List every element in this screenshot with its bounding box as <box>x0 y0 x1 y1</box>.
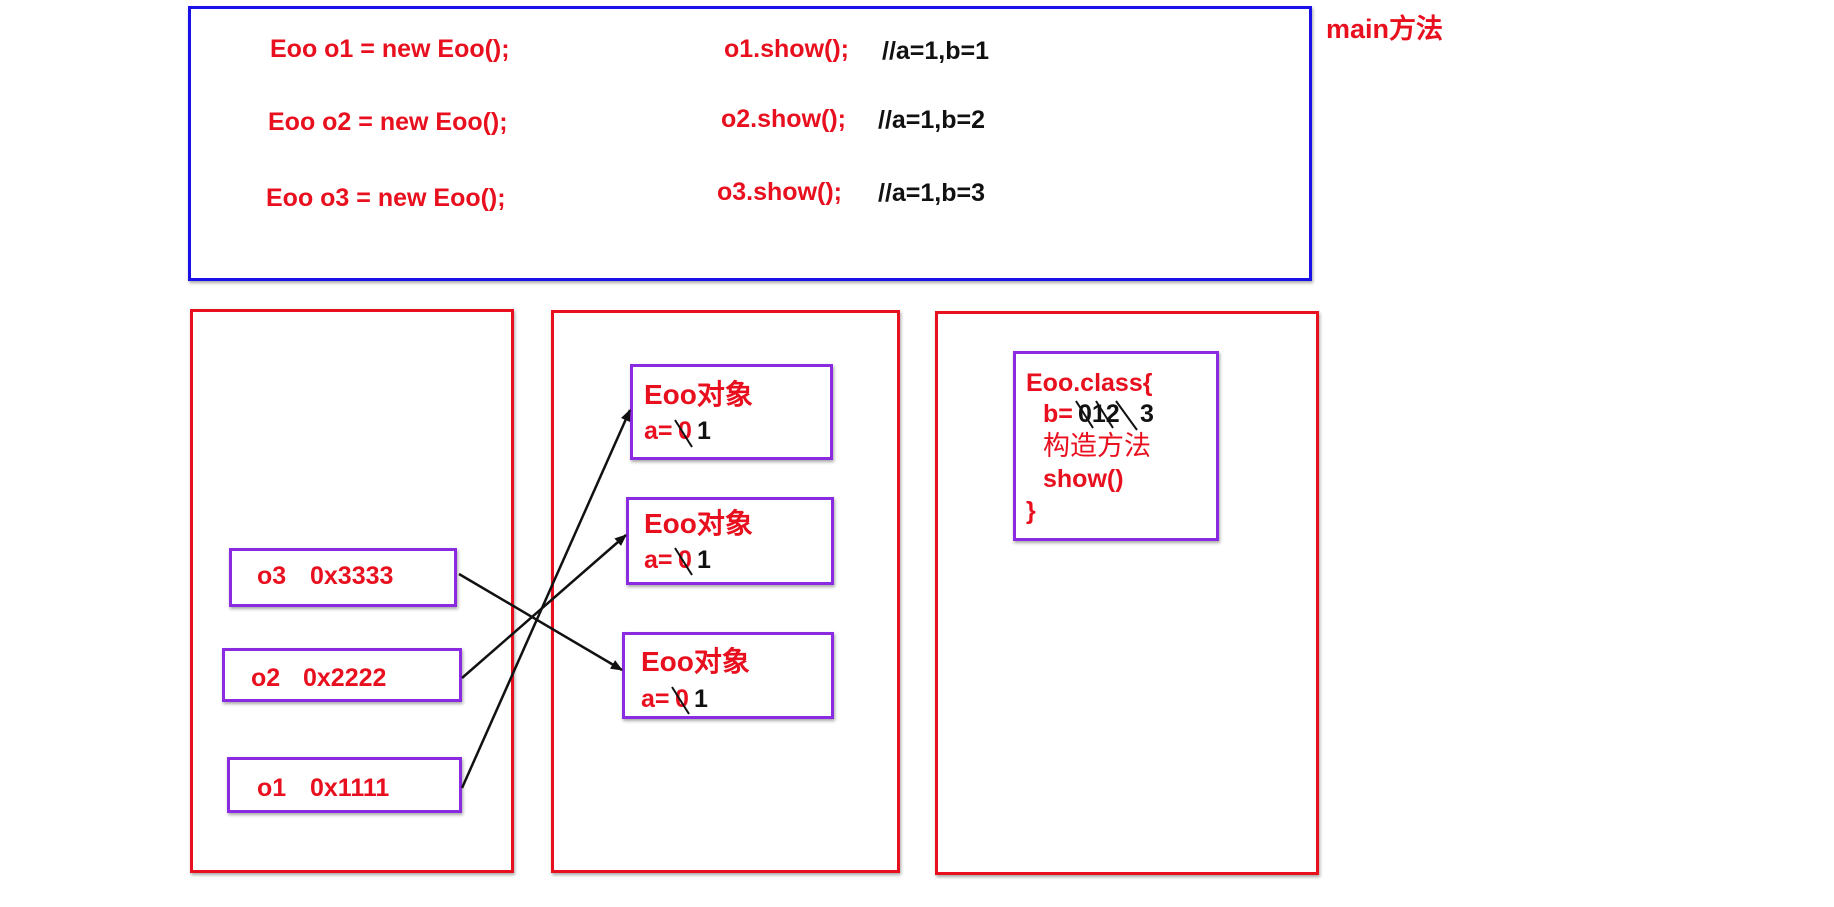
stack-ref-o1 <box>227 757 462 813</box>
heap-region <box>551 310 900 873</box>
declaration-o1: Eoo o1 = new Eoo(); <box>270 35 510 63</box>
call-o2-show: o2.show(); <box>721 105 846 133</box>
heap-object-1-old-value: 0 <box>678 417 692 445</box>
heap-object-2-old-value: 0 <box>678 546 692 574</box>
strike-b-2 <box>1115 400 1138 431</box>
call-o3-show: o3.show(); <box>717 178 842 206</box>
stack-region <box>190 309 514 873</box>
constructor-label: 构造方法 <box>1043 431 1151 462</box>
heap-object-1-field: a= <box>644 417 673 445</box>
show-method-label: show() <box>1043 465 1124 493</box>
call-o1-show: o1.show(); <box>724 35 849 63</box>
strike-heap-2 <box>674 547 693 576</box>
main-method-label: main方法 <box>1326 14 1444 44</box>
heap-object-3-new-value: 1 <box>694 685 708 713</box>
comment-o1: //a=1,b=1 <box>882 37 990 65</box>
comment-o2: //a=1,b=2 <box>878 106 986 134</box>
ref-o3-addr: 0x3333 <box>310 562 394 590</box>
ref-o2-name: o2 <box>251 664 281 692</box>
main-method-frame <box>188 6 1312 281</box>
strike-b-1 <box>1095 400 1114 429</box>
arrow-o3-to-object-3 <box>458 572 623 672</box>
strike-b-0 <box>1075 400 1094 429</box>
stack-ref-o2 <box>222 648 462 702</box>
heap-object-2-field: a= <box>644 546 673 574</box>
heap-object-3-old-value: 0 <box>675 685 689 713</box>
method-area-region <box>935 311 1319 875</box>
static-field-new-value: 3 <box>1140 400 1154 428</box>
heap-object-1-title: Eoo对象 <box>644 379 753 410</box>
arrow-o1-to-object-1 <box>460 409 632 789</box>
heap-object-2-title: Eoo对象 <box>644 508 753 539</box>
heap-object-1 <box>630 364 833 460</box>
static-field-b: b= <box>1043 400 1073 428</box>
ref-o2-addr: 0x2222 <box>303 664 387 692</box>
heap-object-3-field: a= <box>641 685 670 713</box>
strike-heap-1 <box>674 419 693 448</box>
class-close-brace: } <box>1026 497 1036 525</box>
heap-object-2-new-value: 1 <box>697 546 711 574</box>
ref-o1-addr: 0x1111 <box>310 774 390 802</box>
ref-o3-name: o3 <box>257 562 287 590</box>
stack-ref-o3 <box>229 548 457 607</box>
class-header: Eoo.class{ <box>1026 369 1153 397</box>
heap-object-3-title: Eoo对象 <box>641 646 750 677</box>
class-info-box <box>1013 351 1219 541</box>
strike-heap-3 <box>671 686 690 715</box>
ref-o1-name: o1 <box>257 774 287 802</box>
comment-o3: //a=1,b=3 <box>878 179 986 207</box>
heap-object-1-new-value: 1 <box>697 417 711 445</box>
declaration-o3: Eoo o3 = new Eoo(); <box>266 184 506 212</box>
heap-object-2 <box>626 497 834 585</box>
heap-object-3 <box>622 632 834 719</box>
declaration-o2: Eoo o2 = new Eoo(); <box>268 108 508 136</box>
